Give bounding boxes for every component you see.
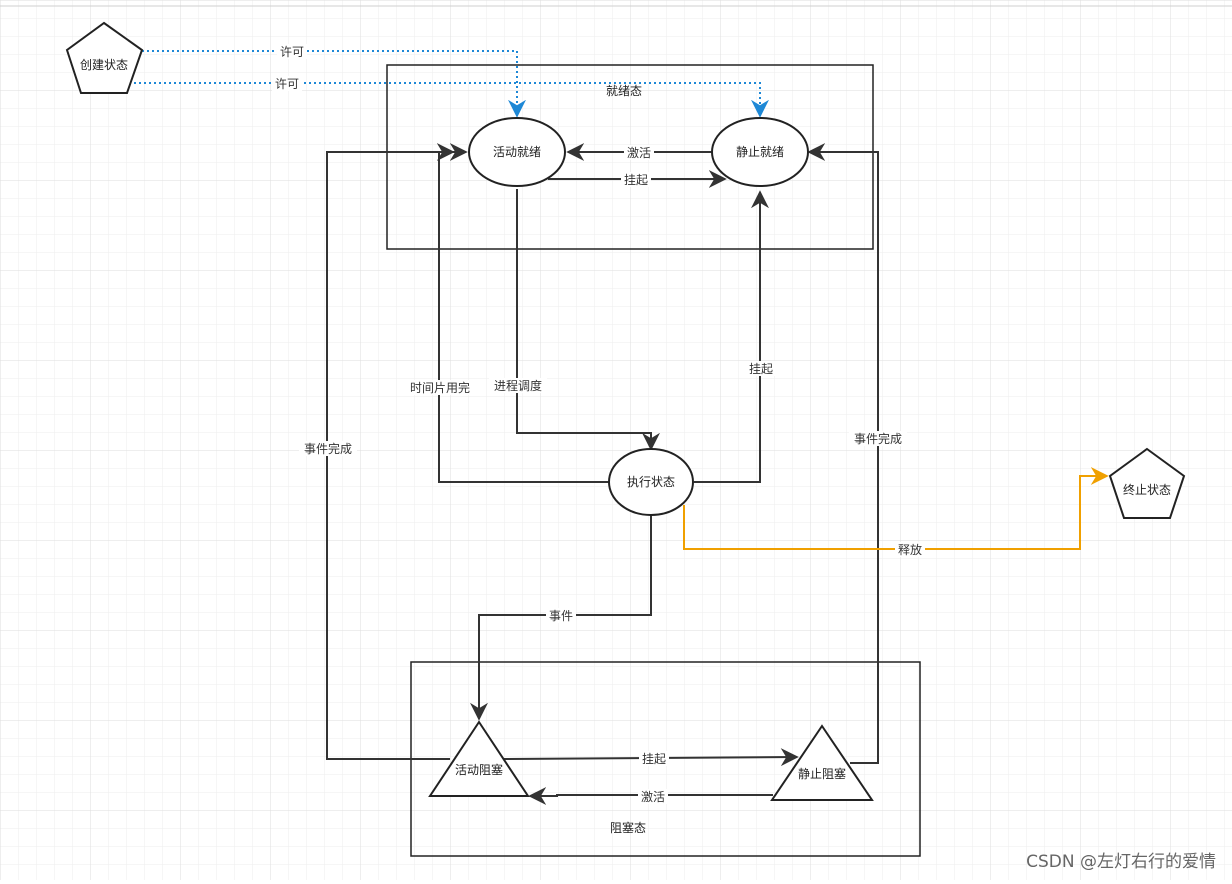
terminate-label: 终止状态 <box>1123 482 1171 497</box>
active-blocked-label: 活动阻塞 <box>455 762 503 777</box>
edge-permit-to-active-ready[interactable] <box>142 50 526 118</box>
blocked-group-label: 阻塞态 <box>610 820 646 835</box>
edge-label-timeslice: 时间片用完 <box>405 380 475 395</box>
terminate-pentagon-shape <box>1108 447 1186 519</box>
running-ellipse-shape <box>608 448 694 516</box>
node-active-ready[interactable]: 活动就绪 <box>468 117 566 187</box>
svg-text:许可: 许可 <box>275 77 299 91</box>
svg-text:挂起: 挂起 <box>749 362 773 376</box>
create-label: 创建状态 <box>80 58 128 72</box>
watermark-text: CSDN @左灯右行的爱情 <box>1026 852 1216 872</box>
edge-label-release: 释放 <box>895 542 925 557</box>
edge-event-done-right[interactable] <box>807 143 879 764</box>
svg-text:激活: 激活 <box>627 146 651 160</box>
edge-label-activate-ready: 激活 <box>624 145 654 160</box>
svg-text:激活: 激活 <box>641 790 665 804</box>
edge-schedule[interactable] <box>516 189 660 451</box>
edge-label-suspend-ready: 挂起 <box>621 172 651 187</box>
svg-text:挂起: 挂起 <box>642 752 666 766</box>
node-static-ready[interactable]: 静止就绪 <box>711 117 809 187</box>
svg-text:时间片用完: 时间片用完 <box>410 380 470 395</box>
edge-label-permit-1: 许可 <box>277 44 307 59</box>
edge-label-activate-blocked: 激活 <box>638 789 668 804</box>
static-ready-label: 静止就绪 <box>736 145 784 159</box>
edge-permit-to-static-ready[interactable] <box>134 82 769 118</box>
node-active-blocked[interactable]: 活动阻塞 <box>428 720 530 797</box>
svg-text:挂起: 挂起 <box>624 173 648 187</box>
edge-label-event-done-right: 事件完成 <box>849 431 907 446</box>
svg-text:事件完成: 事件完成 <box>304 441 352 456</box>
running-label: 执行状态 <box>627 475 675 489</box>
edge-label-event: 事件 <box>546 608 576 623</box>
svg-text:事件完成: 事件完成 <box>854 431 902 446</box>
edge-label-schedule: 进程调度 <box>489 378 547 393</box>
edge-label-permit-2: 许可 <box>272 76 302 91</box>
active-blocked-triangle-shape <box>428 720 530 797</box>
node-create[interactable]: 创建状态 <box>65 21 144 94</box>
node-static-blocked[interactable]: 静止阻塞 <box>770 724 874 801</box>
static-blocked-label: 静止阻塞 <box>798 766 846 781</box>
svg-text:释放: 释放 <box>898 542 922 557</box>
svg-text:事件: 事件 <box>549 609 573 623</box>
active-ready-ellipse-shape <box>468 117 566 187</box>
edge-suspend-running[interactable] <box>694 190 769 483</box>
ready-group-label: 就绪态 <box>606 84 642 98</box>
edge-label-suspend-blocked: 挂起 <box>639 751 669 766</box>
svg-text:许可: 许可 <box>280 45 304 59</box>
svg-text:进程调度: 进程调度 <box>494 378 542 393</box>
node-running[interactable]: 执行状态 <box>608 448 694 516</box>
static-ready-ellipse-shape <box>711 117 809 187</box>
edge-release[interactable] <box>683 467 1109 550</box>
ready-group-box[interactable] <box>386 64 874 250</box>
edge-label-suspend-running: 挂起 <box>746 361 776 376</box>
static-blocked-triangle-shape <box>770 724 874 801</box>
active-ready-label: 活动就绪 <box>493 145 541 159</box>
create-pentagon-shape <box>65 21 144 94</box>
edge-label-event-done-left: 事件完成 <box>299 441 357 456</box>
node-terminate[interactable]: 终止状态 <box>1108 447 1186 519</box>
